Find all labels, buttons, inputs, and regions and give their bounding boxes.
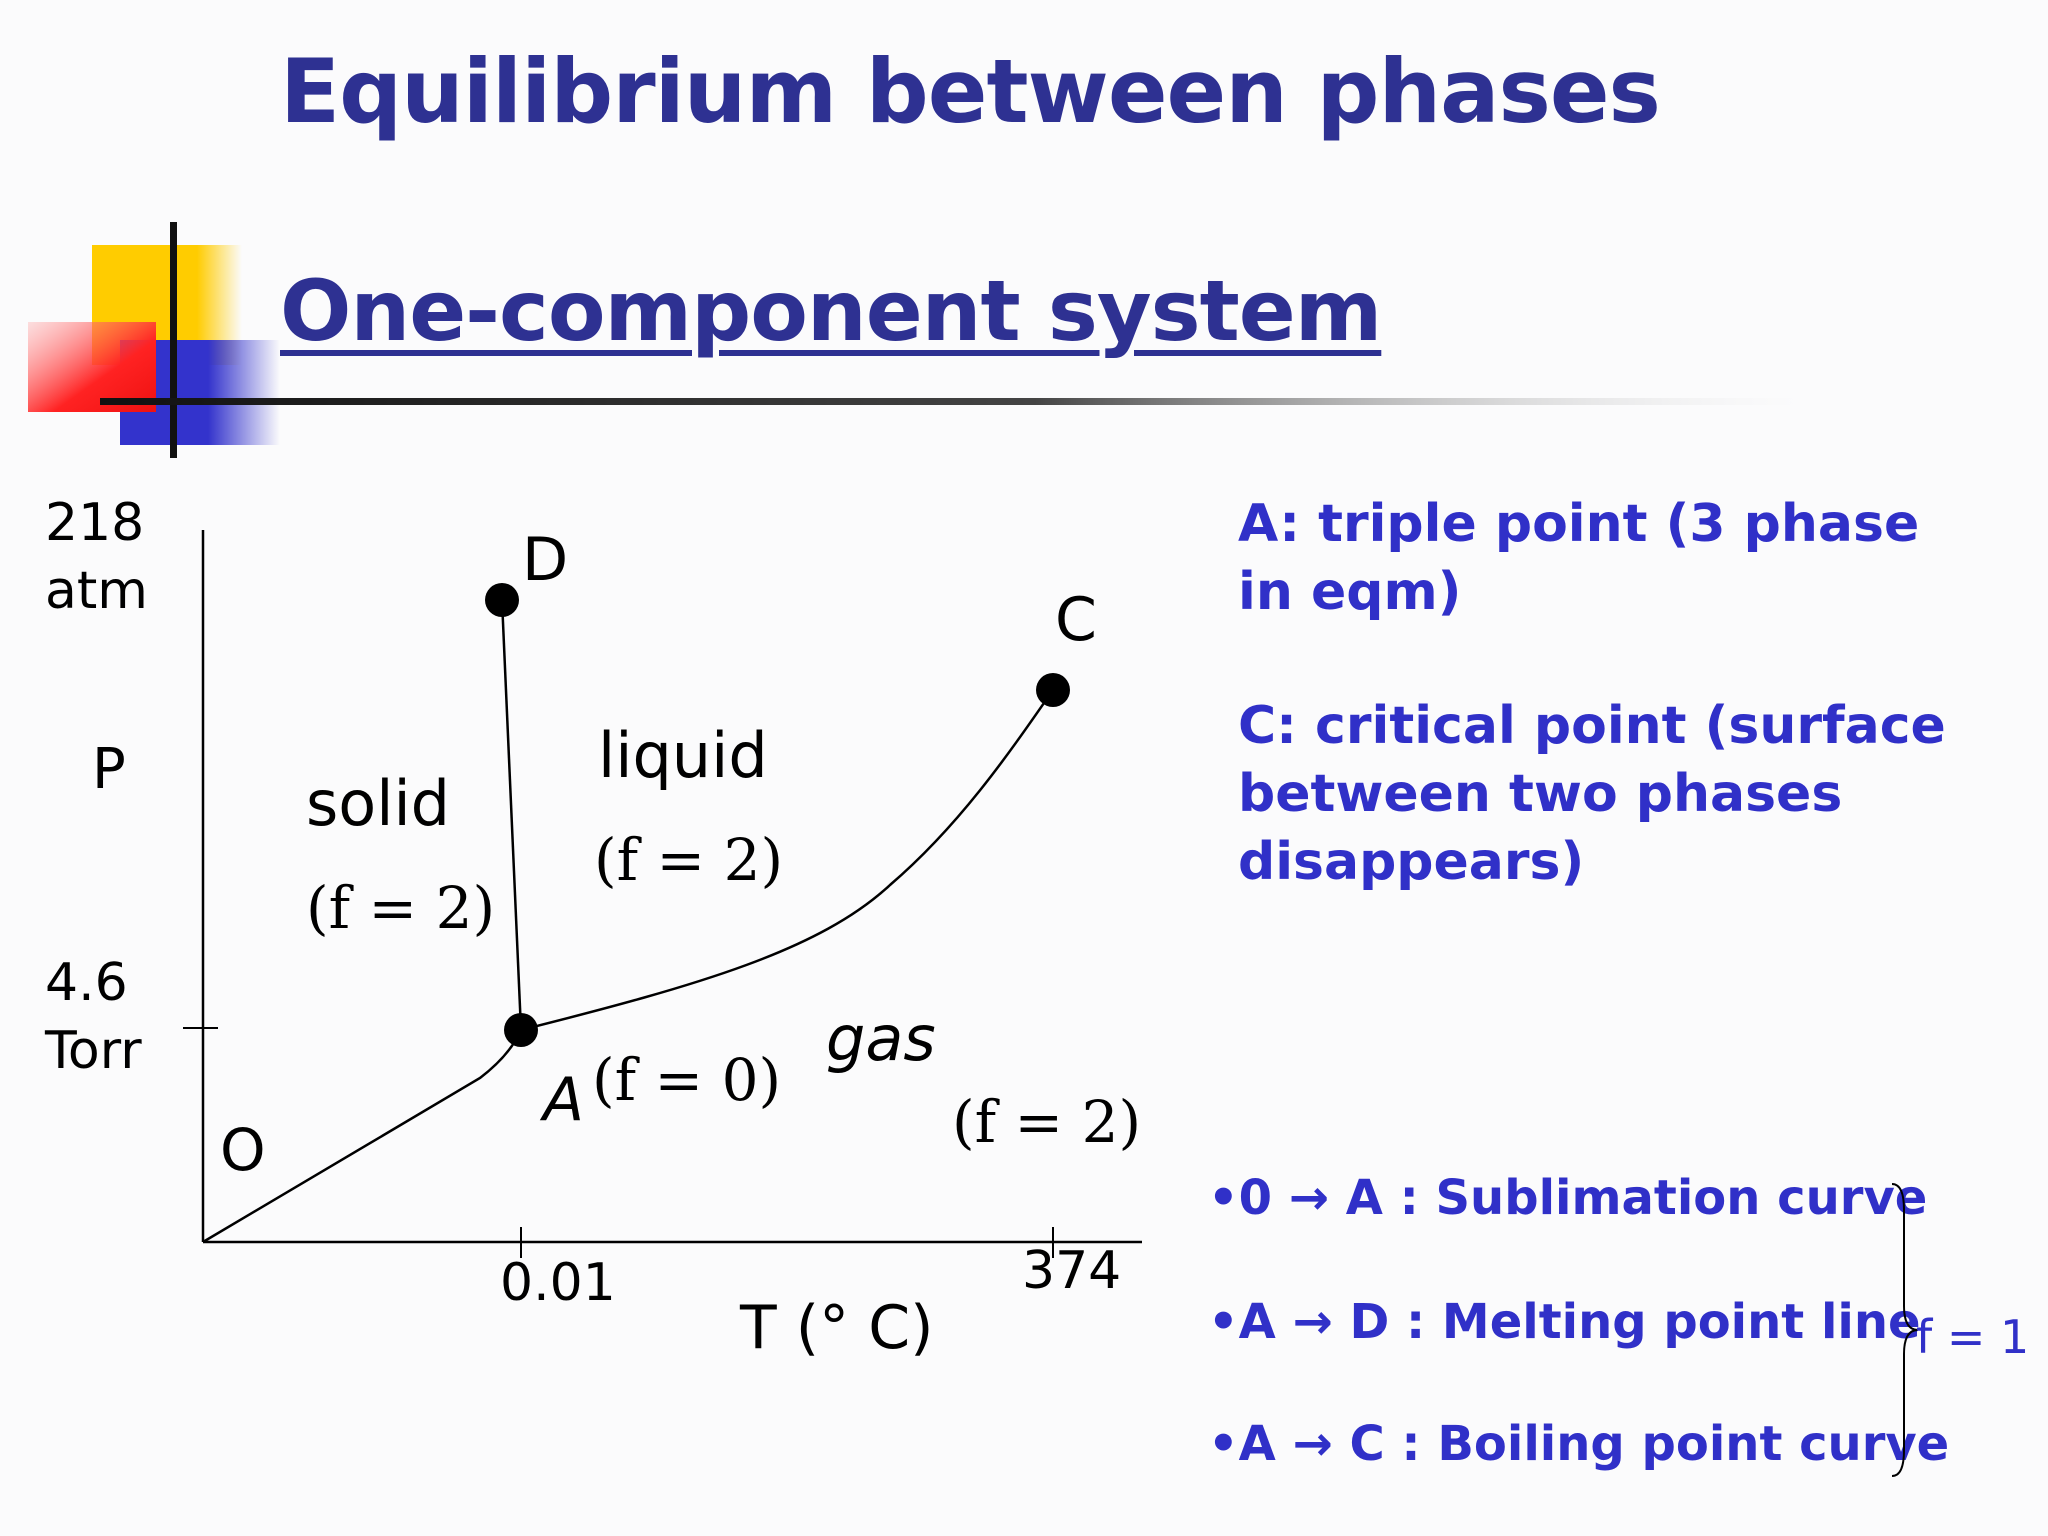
y-tick-mid-value: 4.6 [45, 953, 128, 1013]
slide-title: Equilibrium between phases [280, 40, 1661, 143]
y-tick-mid-unit: Torr [44, 1021, 142, 1081]
bullet-boiling: •A → C : Boiling point curve [1208, 1416, 1950, 1472]
region-liquid-f: (f = 2) [594, 826, 783, 894]
point-d-label: D [522, 525, 568, 595]
boiling-curve [520, 689, 1055, 1032]
triple-point-note: A: triple point (3 phase in eqm) [1238, 494, 1920, 622]
triple-point-f: (f = 0) [592, 1046, 781, 1114]
point-c-marker [1036, 673, 1070, 707]
region-gas-label: gas [826, 1002, 936, 1075]
y-tick-top-value: 218 [45, 493, 144, 553]
deco-vertical-line [170, 222, 177, 458]
region-gas-f: (f = 2) [952, 1088, 1141, 1156]
point-c-label: C [1055, 585, 1097, 655]
y-axis-label: P [92, 737, 126, 802]
point-a-marker [504, 1013, 538, 1047]
region-solid-f: (f = 2) [306, 874, 495, 942]
x-axis-label: T (° C) [739, 1293, 934, 1363]
bullet-sublimation: •0 → A : Sublimation curve [1208, 1170, 1928, 1226]
y-tick-top-unit: atm [45, 561, 148, 621]
slide-subtitle: One-component system [280, 262, 1382, 360]
bullet-melting: •A → D : Melting point line [1208, 1294, 1921, 1350]
origin-label: O [220, 1116, 266, 1184]
curly-brace [1891, 1183, 1919, 1477]
point-a-label: A [539, 1065, 584, 1135]
x-tick-label-374: 374 [1022, 1241, 1121, 1301]
phase-diagram: 218 atm P 4.6 Torr O 0.01 374 T (° C) D … [44, 493, 1142, 1363]
melting-line [500, 599, 523, 1031]
region-liquid-label: liquid [598, 719, 768, 792]
brace-label: f = 1 [1916, 1310, 2030, 1364]
critical-point-note: C: critical point (surface between two p… [1238, 696, 1946, 892]
deco-horizontal-line [100, 398, 1800, 405]
x-tick-label-0-01: 0.01 [500, 1253, 616, 1313]
deco-red-square [28, 322, 156, 412]
notes-panel: A: triple point (3 phase in eqm) C: crit… [1238, 490, 1958, 962]
header-decoration [28, 222, 1800, 458]
region-solid-label: solid [306, 767, 450, 840]
point-d-marker [485, 583, 519, 617]
